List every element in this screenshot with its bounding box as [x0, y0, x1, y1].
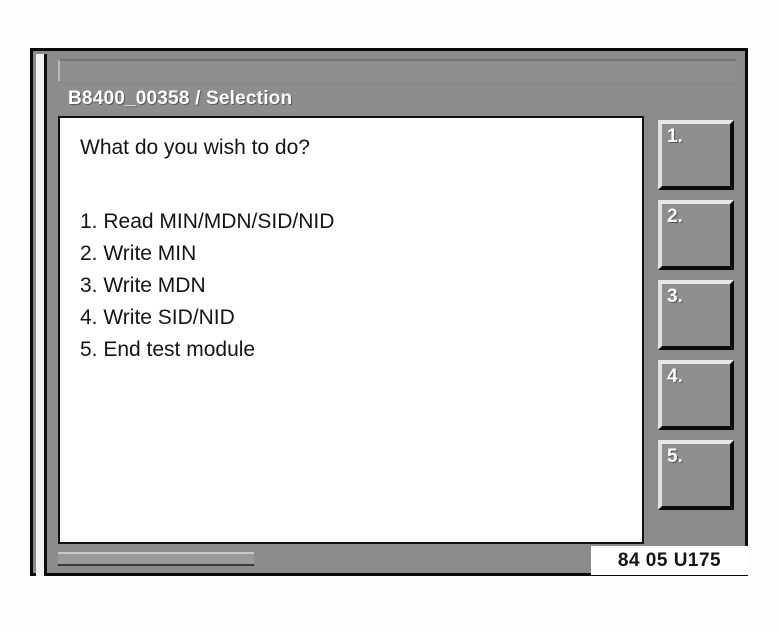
- softkey-label: 5.: [667, 446, 683, 467]
- softkey-label: 4.: [667, 366, 683, 387]
- title-bar: B8400_00358 / Selection: [58, 85, 736, 113]
- softkey-column: 1. 2. 3. 4. 5.: [652, 116, 744, 544]
- left-scroll-rail[interactable]: [36, 54, 47, 576]
- list-item[interactable]: 5. End test module: [80, 337, 256, 361]
- bottom-filler-band: [58, 548, 736, 568]
- status-bar: 84 05 U175: [591, 546, 748, 575]
- page-title: B8400_00358 / Selection: [68, 88, 293, 109]
- softkey-button-5[interactable]: 5.: [658, 440, 734, 510]
- softkey-label: 3.: [667, 286, 683, 307]
- list-item[interactable]: 4. Write SID/NID: [80, 305, 235, 329]
- softkey-button-2[interactable]: 2.: [658, 200, 734, 270]
- main-content-panel: What do you wish to do? 1. Read MIN/MDN/…: [58, 116, 644, 544]
- device-window-frame: B8400_00358 / Selection What do you wish…: [30, 48, 748, 576]
- softkey-button-3[interactable]: 3.: [658, 280, 734, 350]
- status-code-text: 84 05 U175: [617, 549, 722, 571]
- softkey-label: 2.: [667, 206, 683, 227]
- bottom-tab-strip: [58, 552, 254, 566]
- softkey-button-1[interactable]: 1.: [658, 120, 734, 190]
- softkey-label: 1.: [667, 126, 683, 147]
- softkey-button-4[interactable]: 4.: [658, 360, 734, 430]
- top-filler-band: [58, 59, 736, 81]
- list-item[interactable]: 3. Write MDN: [80, 273, 206, 297]
- inner-panel: B8400_00358 / Selection What do you wish…: [50, 54, 744, 570]
- selection-menu-list: 1. Read MIN/MDN/SID/NID 2. Write MIN 3. …: [80, 206, 626, 366]
- prompt-question: What do you wish to do?: [80, 136, 310, 159]
- list-item[interactable]: 2. Write MIN: [80, 241, 197, 265]
- list-item[interactable]: 1. Read MIN/MDN/SID/NID: [80, 210, 335, 233]
